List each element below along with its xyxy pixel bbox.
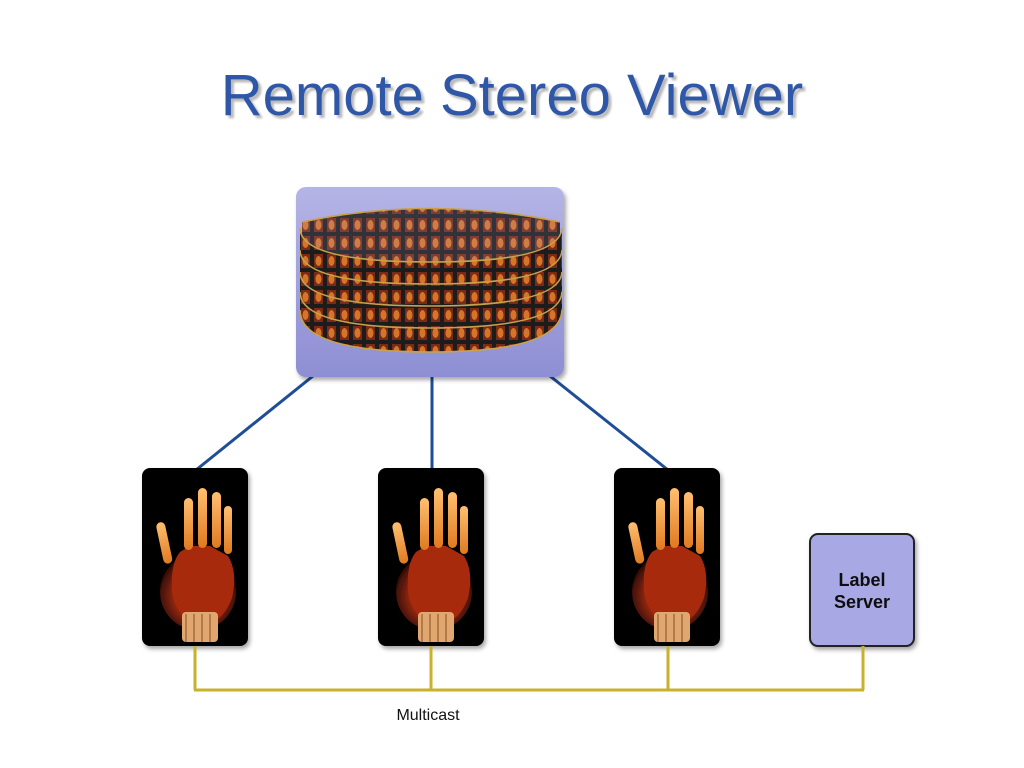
label-server-line2: Server: [834, 592, 890, 612]
multicast-label: Multicast: [396, 707, 460, 724]
label-server-line1: Label: [838, 570, 885, 590]
link-line-left: [195, 374, 314, 472]
slide-title: Remote Stereo Viewer: [220, 63, 804, 128]
label-server-node: Label Server: [809, 533, 915, 647]
hand-volume-view-1: [142, 468, 248, 646]
link-line-right: [549, 374, 669, 472]
multicast-bus: [193, 646, 865, 692]
stereo-image-ring-node: [296, 187, 564, 377]
hand-volume-view-3: [614, 468, 720, 646]
hand-volume-view-2: [378, 468, 484, 646]
